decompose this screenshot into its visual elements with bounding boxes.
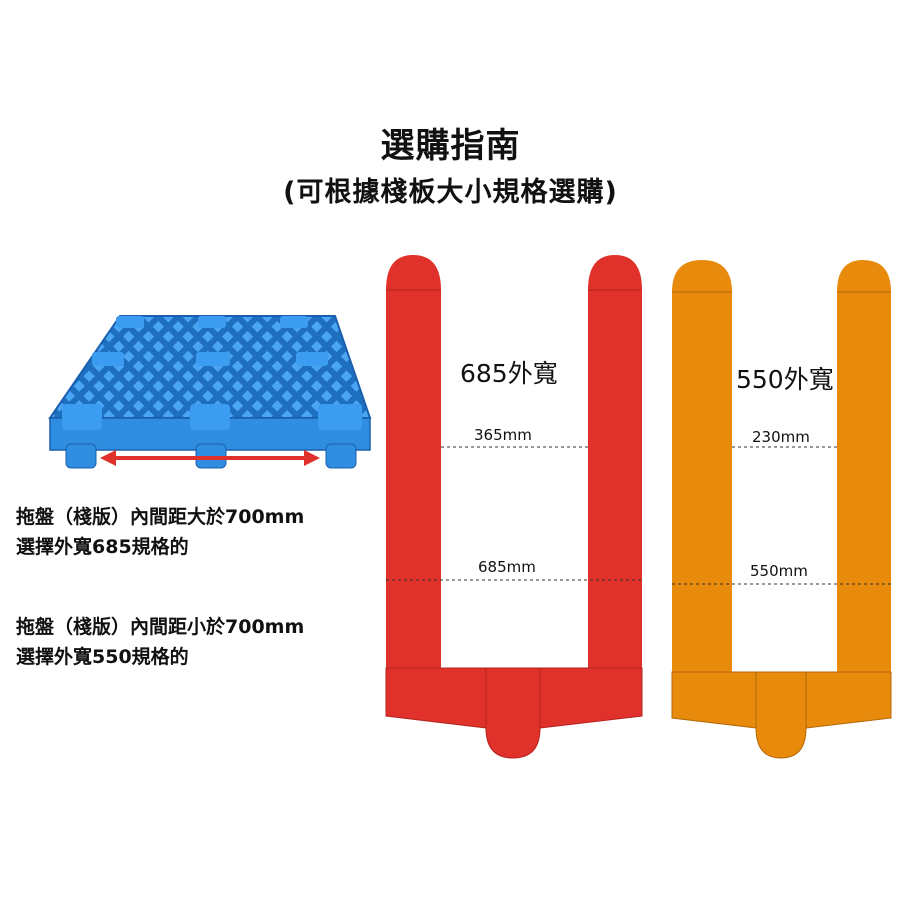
fork-550-outer: 550mm — [750, 562, 808, 580]
fork-550-label: 550外寬 — [736, 365, 834, 394]
page-title: 選購指南 — [380, 126, 521, 166]
fork-685-label: 685外寬 — [460, 359, 558, 388]
rule-large-line2: 選擇外寬685規格的 — [16, 536, 189, 558]
rule-small-line1: 拖盤（棧版）內間距小於700mm — [16, 616, 305, 638]
fork-550-inner: 230mm — [752, 428, 810, 446]
page-subtitle: (可根據棧板大小規格選購) — [283, 177, 618, 208]
fork-550: 550外寬 230mm 550mm — [671, 260, 892, 759]
rule-large-line1: 拖盤（棧版）內間距大於700mm — [16, 506, 305, 528]
fork-685-inner: 365mm — [474, 426, 532, 444]
rule-large-spacing: 拖盤（棧版）內間距大於700mm 選擇外寬685規格的 — [16, 502, 304, 562]
rule-small-line2: 選擇外寬550規格的 — [16, 646, 189, 668]
fork-685-outer: 685mm — [478, 558, 536, 576]
fork-685: 685外寬 365mm 685mm — [385, 255, 643, 759]
pallet-icon — [48, 315, 372, 469]
rule-small-spacing: 拖盤（棧版）內間距小於700mm 選擇外寬550規格的 — [16, 612, 304, 672]
